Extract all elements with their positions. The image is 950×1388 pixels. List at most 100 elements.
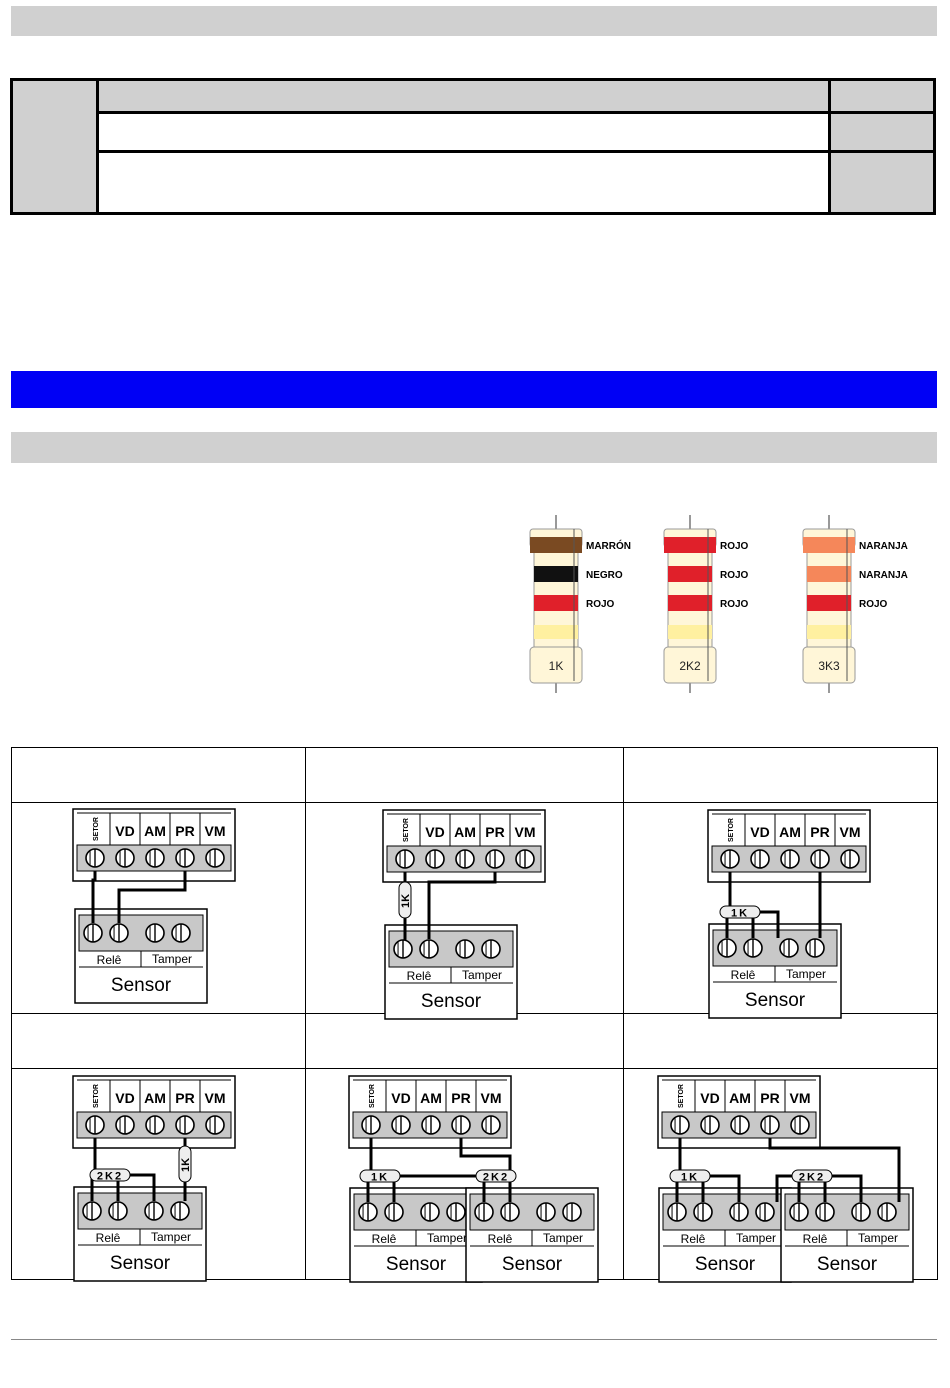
wire bbox=[832, 1174, 863, 1202]
wire bbox=[427, 872, 497, 939]
sensor-title-label: Sensor bbox=[111, 975, 172, 996]
resistor-1K: 1K bbox=[398, 881, 412, 919]
resistor-tag-label: 2K2 bbox=[97, 1171, 123, 1183]
band-color-label: NEGRO bbox=[586, 570, 623, 581]
panel-terminal-label: VD bbox=[750, 824, 769, 840]
sensor-rele-label: Relê bbox=[488, 1232, 513, 1246]
top-header-bar bbox=[11, 6, 937, 36]
panel-terminal-label: VM bbox=[840, 824, 861, 840]
panel-terminal-label: PR bbox=[485, 824, 504, 840]
resistor-tag-label: 1K bbox=[180, 1158, 192, 1172]
sensor-title-label: Sensor bbox=[695, 1254, 756, 1275]
sensor-title-label: Sensor bbox=[745, 990, 806, 1011]
band-color-label: ROJO bbox=[720, 541, 749, 552]
spec-table-header-value-cell bbox=[831, 81, 933, 114]
panel-setor-label: SETOR bbox=[403, 818, 410, 842]
sensor-tamper-label: Tamper bbox=[427, 1231, 467, 1245]
resistor-end bbox=[663, 646, 717, 684]
wire bbox=[459, 1138, 512, 1176]
sensor-rele-label: Relê bbox=[803, 1232, 828, 1246]
spec-table bbox=[10, 78, 936, 215]
alarm-panel-terminal-block: SETOR VD AM PR VM bbox=[382, 809, 546, 883]
resistor-value-label: 3K3 bbox=[818, 659, 840, 673]
wire bbox=[775, 1174, 801, 1202]
band-color-label: NARANJA bbox=[859, 570, 908, 581]
wire bbox=[117, 871, 187, 923]
panel-terminal-label: PR bbox=[451, 1090, 470, 1106]
sensor-title-label: Sensor bbox=[386, 1254, 447, 1275]
spec-table-row1-cell bbox=[99, 114, 831, 153]
panel-terminal-label: AM bbox=[779, 824, 801, 840]
color-band bbox=[668, 595, 712, 611]
section-title-bar bbox=[11, 371, 937, 408]
panel-terminal-label: VD bbox=[700, 1090, 719, 1106]
resistor-tag-label: 1K bbox=[731, 908, 749, 920]
resistor-tag-label: 2K2 bbox=[799, 1172, 825, 1184]
band-color-label: ROJO bbox=[859, 599, 888, 610]
panel-terminal-label: VD bbox=[115, 823, 134, 839]
color-band bbox=[664, 537, 716, 553]
wire bbox=[768, 1138, 901, 1202]
sensor-rele-label: Relê bbox=[407, 969, 432, 983]
panel-terminal-label: PR bbox=[810, 824, 829, 840]
sensor-rele-label: Relê bbox=[731, 968, 756, 982]
panel-terminal-label: PR bbox=[175, 1090, 194, 1106]
resistor-1K: 1K bbox=[178, 1145, 192, 1183]
resistor-end bbox=[802, 646, 856, 684]
wire bbox=[760, 910, 780, 938]
subsection-title-bar bbox=[11, 432, 937, 463]
wire bbox=[710, 1174, 741, 1202]
sensor-tamper-label: Tamper bbox=[786, 967, 826, 981]
spec-table-left-cell bbox=[13, 81, 99, 212]
resistor-1K: 1K bbox=[719, 905, 761, 920]
resistor-symbol bbox=[178, 1145, 192, 1183]
panel-terminal-label: VD bbox=[425, 824, 444, 840]
resistor-symbol bbox=[791, 1169, 833, 1183]
color-band bbox=[534, 566, 578, 582]
resistor-tag-label: 1K bbox=[400, 894, 412, 908]
grid-divider bbox=[12, 802, 937, 803]
resistor-value-label: 2K2 bbox=[679, 659, 701, 673]
grid-divider bbox=[12, 1068, 937, 1069]
panel-terminal-label: VM bbox=[481, 1090, 502, 1106]
resistor-tag-label: 1K bbox=[371, 1172, 389, 1184]
sensor-title-label: Sensor bbox=[110, 1253, 171, 1274]
panel-terminal-label: AM bbox=[454, 824, 476, 840]
band-color-label: ROJO bbox=[720, 570, 749, 581]
resistor-symbol bbox=[719, 905, 761, 919]
resistor-2K2: 2K2 bbox=[791, 1169, 833, 1184]
panel-terminal-label: VM bbox=[790, 1090, 811, 1106]
resistor-symbol bbox=[398, 881, 412, 919]
band-color-label: ROJO bbox=[586, 599, 615, 610]
panel-terminal-label: AM bbox=[729, 1090, 751, 1106]
panel-terminal-label: PR bbox=[760, 1090, 779, 1106]
tolerance-band bbox=[534, 625, 578, 639]
sensor-tamper-label: Tamper bbox=[736, 1231, 776, 1245]
panel-terminal-label: VM bbox=[515, 824, 536, 840]
resistor-symbol bbox=[359, 1169, 401, 1183]
resistor-end bbox=[529, 646, 583, 684]
panel-terminal-label: VD bbox=[391, 1090, 410, 1106]
sensor-tamper-label: Tamper bbox=[858, 1231, 898, 1245]
resistor-symbol bbox=[475, 1169, 517, 1183]
panel-terminal-label: VM bbox=[205, 1090, 226, 1106]
color-band bbox=[668, 566, 712, 582]
wire bbox=[91, 871, 97, 923]
panel-terminal-label: VD bbox=[115, 1090, 134, 1106]
tolerance-band bbox=[807, 625, 851, 639]
sensor-rele-label: Relê bbox=[681, 1232, 706, 1246]
panel-setor-label: SETOR bbox=[93, 1084, 100, 1108]
resistor-tag-label: 2K2 bbox=[483, 1172, 509, 1184]
sensor-tamper-label: Tamper bbox=[152, 952, 192, 966]
spec-table-row2-value-cell bbox=[831, 153, 933, 212]
color-band bbox=[534, 595, 578, 611]
sensor-tamper-label: Tamper bbox=[543, 1231, 583, 1245]
resistor-2K2: 2K2 bbox=[475, 1169, 517, 1184]
resistor-tag-label: 1K bbox=[681, 1172, 699, 1184]
